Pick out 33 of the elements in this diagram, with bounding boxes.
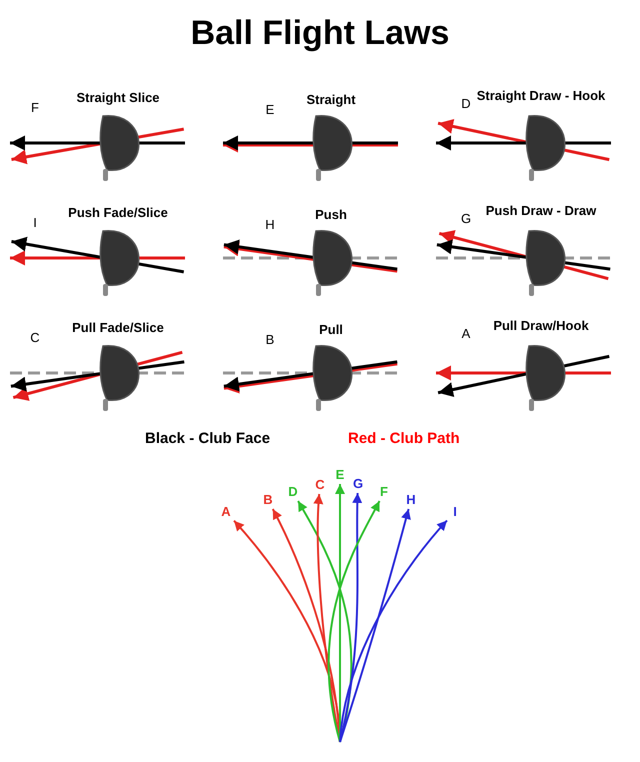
ball-flight-arrow: [339, 520, 448, 742]
shot-name: Push: [315, 207, 347, 222]
shot-letter: A: [462, 326, 470, 341]
shot-letter: G: [460, 211, 472, 226]
shot-name: Pull Fade/Slice: [72, 320, 164, 335]
shot-letter: E: [266, 102, 274, 117]
legend-text: Black - Club Face: [145, 430, 270, 447]
shot-name: Pull Draw/Hook: [493, 318, 589, 333]
trajectory-letter: F: [378, 485, 390, 499]
shot-name: Pull: [319, 322, 343, 337]
shot-name: Push Fade/Slice: [68, 205, 168, 220]
shot-letter: B: [266, 332, 274, 347]
shot-letter: I: [33, 215, 37, 230]
trajectory-letter: B: [262, 493, 274, 507]
trajectory-letter: C: [314, 478, 326, 492]
ball-flight-arrow: [328, 500, 380, 742]
shot-name: Straight Slice: [76, 90, 160, 105]
shot-name: Straight Draw - Hook: [476, 88, 606, 103]
shot-name: Straight: [306, 92, 356, 107]
trajectory-letter: G: [352, 477, 364, 491]
shot-name: Push Draw - Draw: [486, 203, 596, 218]
shot-letter: D: [461, 96, 471, 111]
legend-text: Red - Club Path: [348, 430, 460, 447]
trajectory-letter: I: [449, 505, 461, 519]
trajectory-letter: D: [287, 485, 299, 499]
shot-letter: C: [30, 330, 40, 345]
trajectory-letter: H: [405, 493, 417, 507]
ball-flight-arrow: [339, 508, 411, 742]
title: Ball Flight Laws: [190, 14, 450, 53]
trajectory-letter: E: [334, 468, 346, 482]
shot-letter: H: [265, 217, 275, 232]
shot-letter: F: [31, 100, 39, 115]
trajectory-letter: A: [220, 505, 232, 519]
